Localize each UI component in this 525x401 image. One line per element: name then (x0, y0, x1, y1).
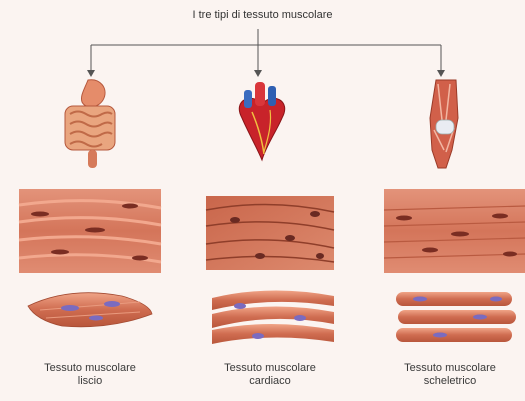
label-cardiaco-line1: Tessuto muscolare (200, 362, 340, 375)
label-scheletrico-line1: Tessuto muscolare (380, 362, 520, 375)
micrograph-cardiaco (206, 196, 334, 270)
label-cardiaco-line2: cardiaco (200, 375, 340, 388)
connector-arrows (91, 29, 441, 72)
arrow-heads (87, 70, 445, 77)
fiber-liscio (28, 293, 152, 327)
heart-icon (239, 82, 284, 160)
fiber-scheletrico (396, 292, 516, 342)
label-scheletrico: Tessuto muscolare scheletrico (380, 362, 520, 388)
micrograph-scheletrico (384, 189, 525, 273)
label-liscio-line1: Tessuto muscolare (20, 362, 160, 375)
micrograph-liscio (19, 189, 161, 273)
arm-muscle-icon (430, 80, 458, 168)
label-scheletrico-line2: scheletrico (380, 375, 520, 388)
label-liscio-line2: liscio (20, 375, 160, 388)
label-liscio: Tessuto muscolare liscio (20, 362, 160, 388)
label-cardiaco: Tessuto muscolare cardiaco (200, 362, 340, 388)
digestive-system-icon (65, 80, 115, 168)
fiber-cardiaco (212, 290, 334, 344)
